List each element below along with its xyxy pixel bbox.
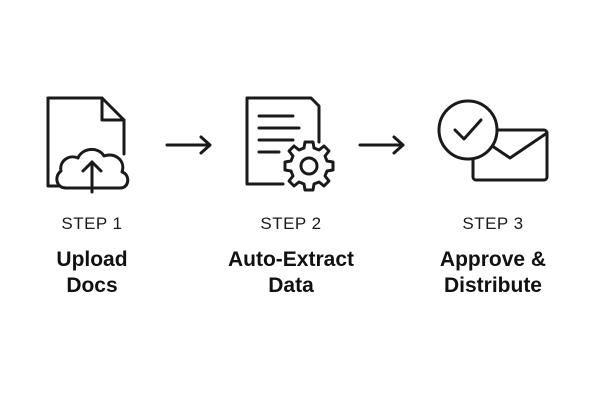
step-title: Auto-Extract Data [201, 247, 381, 299]
document-gear-icon [201, 92, 381, 196]
step-number: STEP 3 [462, 214, 524, 233]
step-title-line: Approve & [439, 248, 547, 271]
step-title-line: Upload [56, 248, 128, 271]
check-envelope-icon [403, 92, 583, 196]
arrow-right-icon [358, 134, 408, 156]
step-title: Approve & Distribute [403, 247, 583, 299]
step-number: STEP 2 [260, 214, 322, 233]
step-1: STEP 1 Upload Docs [2, 0, 182, 401]
step-number: STEP 1 [61, 214, 123, 233]
upload-document-icon [2, 92, 182, 196]
arrow-right-icon [165, 134, 215, 156]
step-title: Upload Docs [2, 247, 182, 299]
step-2: STEP 2 Auto-Extract Data [201, 0, 381, 401]
step-title-line: Distribute [443, 274, 542, 297]
step-3: STEP 3 Approve & Distribute [403, 0, 583, 401]
step-title-line: Auto-Extract [227, 248, 354, 271]
step-title-line: Docs [66, 274, 118, 297]
step-title-line: Data [268, 274, 314, 297]
